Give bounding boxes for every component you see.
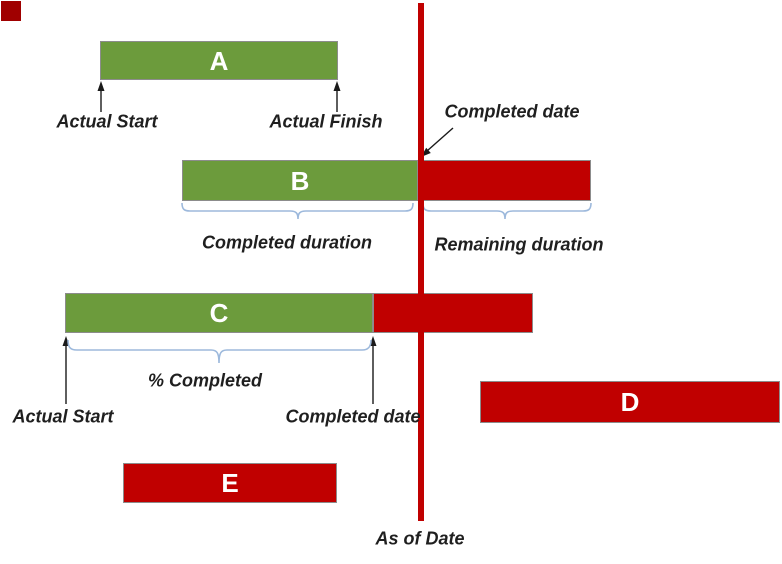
actual-start-bottom-label: Actual Start xyxy=(12,406,114,427)
task-bar-b-label: B xyxy=(290,165,310,196)
task-bar-a-label: A xyxy=(209,45,229,76)
task-bar-e: E xyxy=(123,463,337,503)
actual-finish-label: Actual Finish xyxy=(269,111,383,132)
remaining-duration-label: Remaining duration xyxy=(434,234,604,255)
as-of-date-line xyxy=(418,3,424,521)
task-bar-a: A xyxy=(100,41,338,80)
completed-date-top-label: Completed date xyxy=(444,101,580,122)
percent-completed-brace-icon xyxy=(67,339,372,364)
actual-start-bottom-arrowhead-icon xyxy=(62,336,70,346)
completed-duration-brace-icon xyxy=(181,202,414,220)
completed-duration-label: Completed duration xyxy=(202,232,372,253)
task-bar-d-label: D xyxy=(620,387,640,417)
task-bar-b-remaining-segment xyxy=(418,160,591,201)
task-bar-e-label: E xyxy=(221,468,239,498)
as-of-date-label: As of Date xyxy=(375,528,465,549)
task-bar-c-label: C xyxy=(209,298,229,328)
actual-start-top-label: Actual Start xyxy=(56,111,158,132)
completed-date-bottom-arrowhead-icon xyxy=(369,336,377,346)
task-bar-c-remaining-segment xyxy=(373,293,533,333)
actual-start-arrowhead-icon xyxy=(97,81,105,91)
completed-date-bottom-label: Completed date xyxy=(285,406,421,427)
task-bar-b-completed-segment: B xyxy=(182,160,418,201)
remaining-duration-brace-icon xyxy=(422,202,592,220)
percent-completed-label: % Completed xyxy=(147,370,263,391)
task-bar-c-completed-segment: C xyxy=(65,293,373,333)
completed-date-arrow-icon xyxy=(426,127,454,152)
task-bar-d: D xyxy=(480,381,780,423)
actual-finish-arrowhead-icon xyxy=(333,81,341,91)
corner-marker-square xyxy=(1,1,21,21)
